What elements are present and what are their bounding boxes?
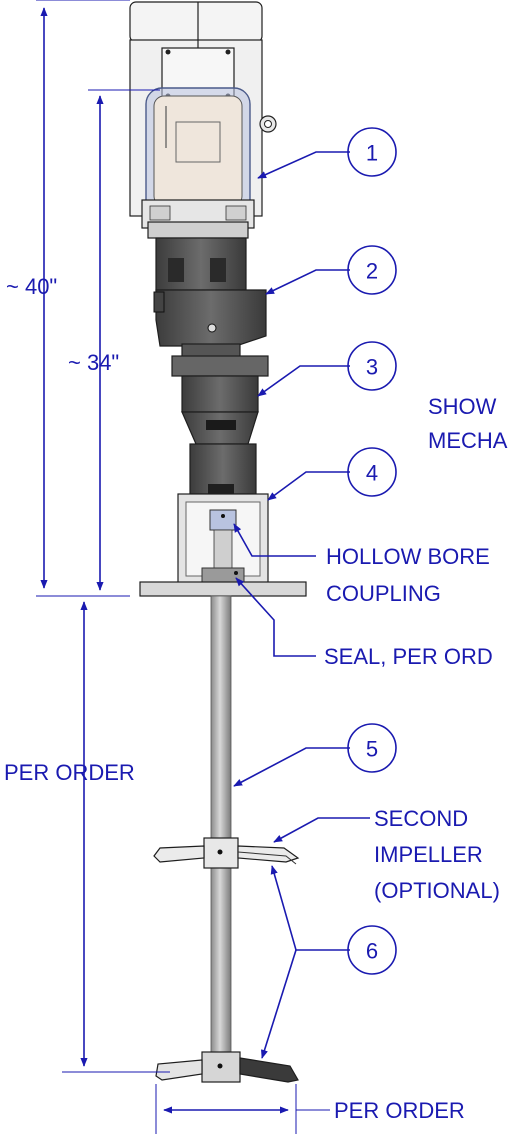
motor xyxy=(129,1,277,239)
mounting-flange xyxy=(139,581,307,597)
coupling-callout-line2: COUPLING xyxy=(326,581,441,606)
gearbox xyxy=(155,289,267,347)
upper-impeller xyxy=(153,837,300,869)
balloon-3-label: 3 xyxy=(366,355,378,380)
dimension-label-34: ~ 34" xyxy=(68,350,119,375)
upper-flange xyxy=(171,355,269,377)
impeller-callout-line2: IMPELLER xyxy=(374,842,483,867)
coupling-leader xyxy=(233,523,316,557)
motor-window xyxy=(153,95,243,207)
balloon-2: 2 xyxy=(265,245,397,295)
second-impeller-leader xyxy=(273,817,370,843)
seal-leader xyxy=(235,577,316,657)
balloon-1: 1 xyxy=(257,127,397,179)
shaft xyxy=(210,595,232,1077)
gear-reducer xyxy=(153,237,267,359)
balloon-6-label: 6 xyxy=(366,939,378,964)
coupling-callout-line1: HOLLOW BORE xyxy=(326,544,490,569)
dimension-label-impeller: PER ORDER xyxy=(334,1098,465,1123)
dimension-label-40: ~ 40" xyxy=(6,274,57,299)
impeller-callout-line3: (OPTIONAL) xyxy=(374,878,500,903)
balloon-4-label: 4 xyxy=(366,461,378,486)
balloon-6: 6 xyxy=(260,865,397,1059)
balloon-1-label: 1 xyxy=(366,141,378,166)
balloon-5: 5 xyxy=(233,723,397,787)
shown-note-line1: SHOW xyxy=(428,394,497,419)
shown-note-line2: MECHA xyxy=(428,428,508,453)
balloon-5-label: 5 xyxy=(366,737,378,762)
lower-blade-right xyxy=(239,1057,299,1083)
lower-impeller xyxy=(155,1051,299,1083)
balloon-4: 4 xyxy=(267,447,397,501)
upper-blade-left xyxy=(153,845,205,863)
hollow-bore-coupling xyxy=(209,509,237,531)
dimension-label-shaft: PER ORDER xyxy=(4,760,135,785)
motor-top-cap xyxy=(129,1,263,43)
seal-callout: SEAL, PER ORD xyxy=(324,644,493,669)
balloon-3: 3 xyxy=(257,341,397,397)
bearing-housing xyxy=(171,355,269,495)
mixer-shaft xyxy=(210,595,232,1077)
impeller-callout-line1: SECOND xyxy=(374,806,468,831)
lantern-frame xyxy=(139,493,307,597)
balloon-2-label: 2 xyxy=(366,259,378,284)
dimension-shaft-length xyxy=(62,601,170,1073)
dimension-impeller-diameter xyxy=(155,1084,330,1134)
dimension-34 xyxy=(88,89,160,597)
lower-blade-left xyxy=(155,1059,203,1081)
